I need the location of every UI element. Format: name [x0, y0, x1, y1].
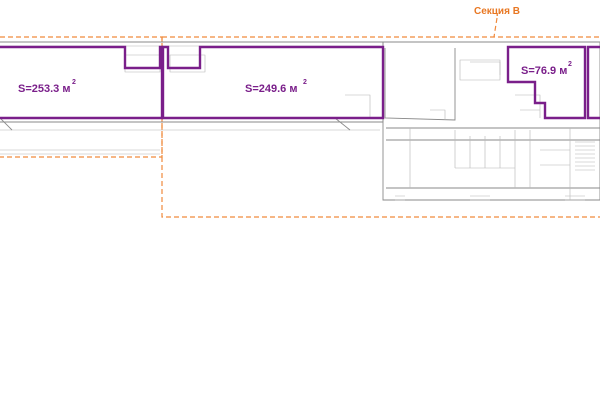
unit-1-area-sup: 2 — [72, 79, 76, 86]
unit-3-outline — [506, 45, 587, 120]
unit-3-area: S=76.9 м — [521, 65, 567, 77]
unit-3-area-sup: 2 — [568, 61, 572, 68]
unit-2-area: S=249.6 м — [245, 83, 297, 95]
tenant-units — [0, 45, 600, 120]
unit-4-outline-partial — [586, 45, 600, 120]
section-b-boundary — [161, 36, 600, 218]
section-a-boundary — [0, 36, 163, 158]
unit-1-area: S=253.3 м — [18, 83, 70, 95]
area-labels: S=253.3 м 2 S=249.6 м 2 S=76.9 м 2 — [18, 61, 572, 95]
section-b-label-leader — [493, 17, 498, 38]
section-label: Секция В — [474, 6, 520, 17]
unit-2-outline — [161, 45, 385, 120]
building-walls — [0, 41, 600, 201]
unit-2-area-sup: 2 — [303, 79, 307, 86]
